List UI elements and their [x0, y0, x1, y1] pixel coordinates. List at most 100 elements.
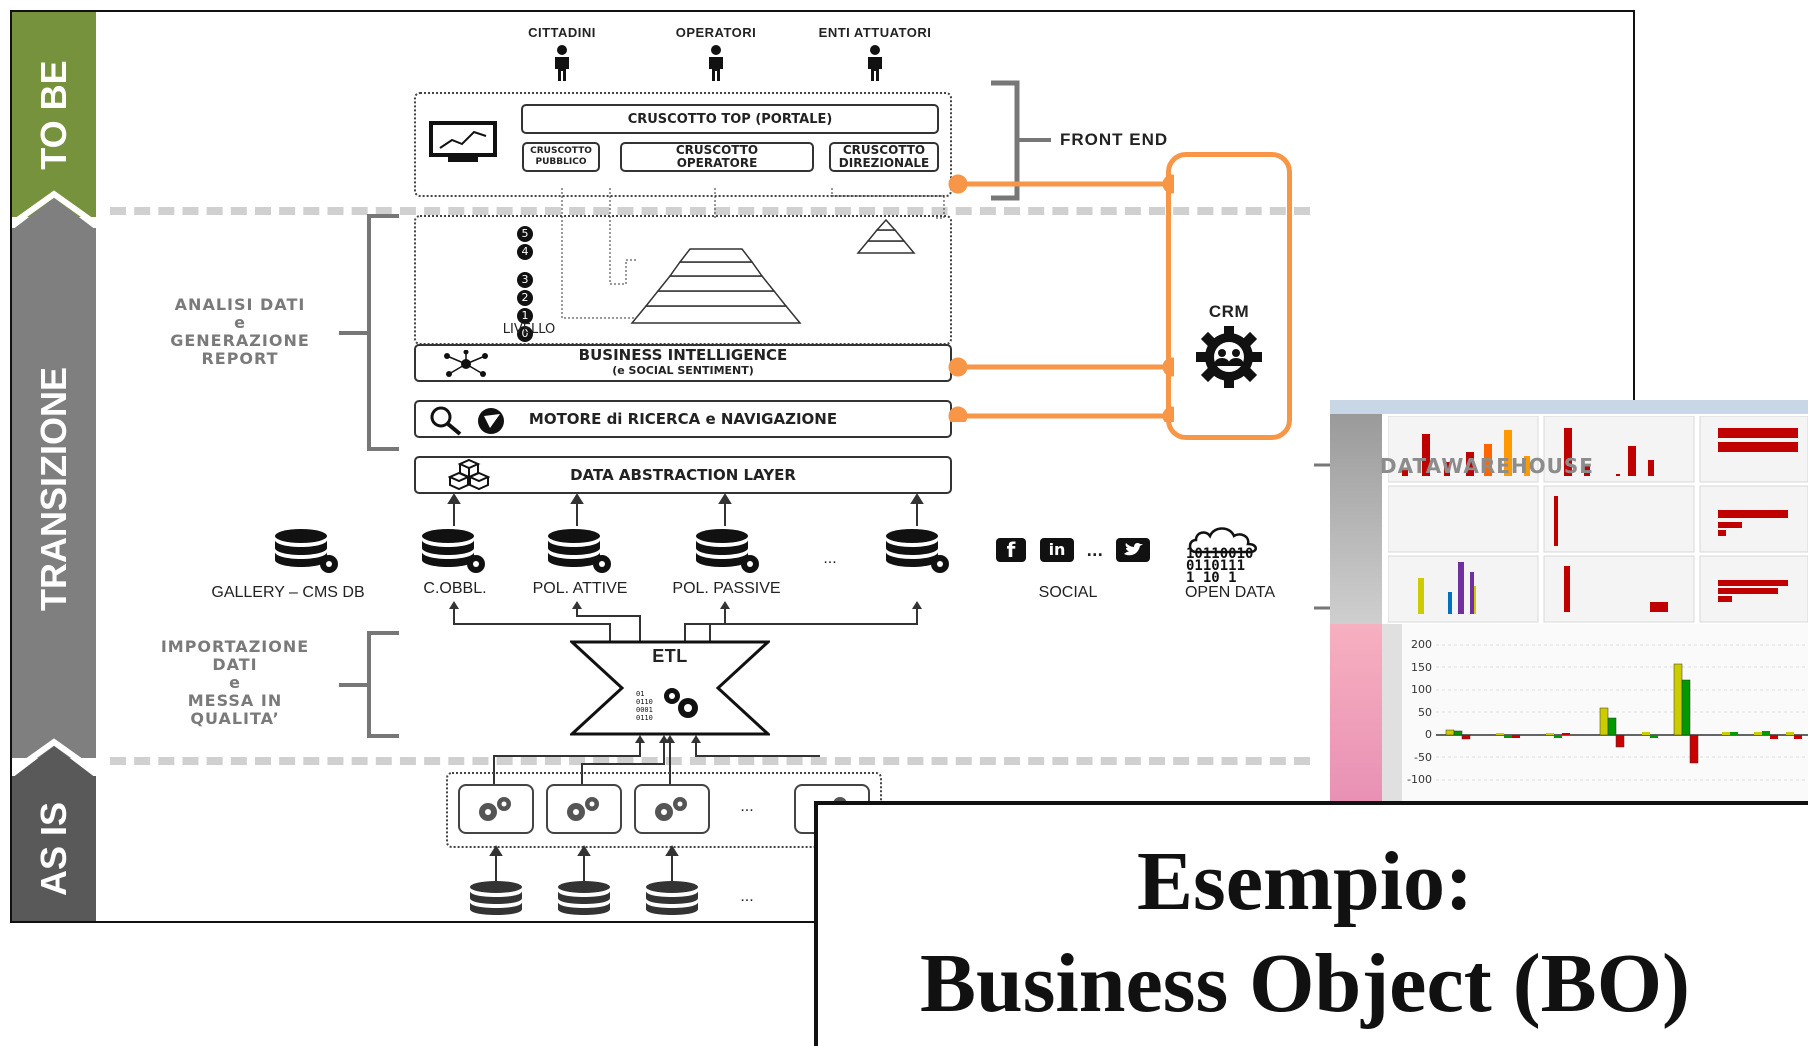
crm-gear-people-icon: [1196, 326, 1262, 388]
open-data-label: OPEN DATA: [1184, 584, 1276, 601]
front-end-label: FRONT END: [1060, 130, 1169, 149]
linkedin-icon: in: [1040, 538, 1074, 562]
title-line-1: Esempio:: [1137, 835, 1473, 928]
database-icon: [470, 881, 522, 915]
etl-shape: [570, 640, 770, 736]
etl-gears-icon: [664, 688, 698, 718]
user-label-enti-attuatori: ENTI ATTUATORI: [818, 25, 932, 40]
as-is-ellipsis-2: ...: [740, 888, 754, 905]
as-is-system-tile: [634, 784, 710, 834]
analisi-bracket: [339, 214, 399, 451]
cobbl-label: C.OBBL.: [423, 580, 487, 597]
title-box: Esempio: Business Object (BO): [814, 801, 1808, 1046]
as-is-ellipsis-1: ...: [740, 798, 754, 815]
database-gear-icon: [422, 529, 485, 573]
main-bar-chart: [1436, 644, 1808, 781]
as-is-system-tile: [458, 784, 534, 834]
importazione-bracket: [339, 631, 399, 738]
crm-label: CRM: [1208, 302, 1250, 321]
monitor-chart-icon: [429, 121, 497, 162]
bi-title: BUSINESS INTELLIGENCE: [578, 346, 788, 364]
gears-icon: [655, 797, 687, 821]
separator-top: [110, 207, 1310, 215]
user-label-operatori: OPERATORI: [675, 25, 757, 40]
sidebar-as-is-label: AS IS: [33, 801, 74, 897]
user-label-cittadini: CITTADINI: [528, 25, 596, 40]
gears-icon: [479, 797, 511, 821]
cloud-icon: [1188, 527, 1257, 554]
sidebar-transizione-label: TRANSIZIONE: [33, 367, 74, 612]
screenshot-left-chart: [1330, 624, 1382, 805]
database-icon: [558, 881, 610, 915]
database-icon: [646, 881, 698, 915]
separator-bottom: [110, 757, 1310, 765]
database-gear-icon: [886, 529, 949, 573]
etl-input-arrows: [493, 735, 820, 784]
sidebar-to-be: TO BE: [12, 12, 96, 217]
gears-icon: [567, 797, 599, 821]
level-5: 5: [517, 226, 533, 242]
facebook-icon: f: [996, 538, 1026, 562]
sidebar-chevron-top: [12, 190, 96, 230]
person-icon: [709, 45, 723, 81]
level-1: 1: [517, 308, 533, 324]
front-end-bracket: [991, 80, 1051, 201]
pyramid-levels: [561, 188, 945, 324]
twitter-icon: [1116, 538, 1150, 562]
business-intelligence-box: BUSINESS INTELLIGENCE (e SOCIAL SENTIMEN…: [414, 344, 952, 382]
compass-icon: [478, 408, 504, 434]
screenshot-toolbar: [1330, 400, 1808, 414]
magnifier-icon: [430, 406, 462, 436]
sidebar-chevron-bottom: [12, 738, 96, 778]
sidebar-as-is: AS IS: [12, 776, 96, 921]
datawarehouse-overlay-label: DATAWAREHOUSE: [1380, 454, 1594, 478]
crm-box: [1166, 152, 1292, 440]
cruscotto-top-box: CRUSCOTTO TOP (PORTALE): [521, 104, 939, 134]
level-list: 5 4 3 2 1 0: [517, 226, 537, 342]
livello-label: LIVELLO: [502, 322, 556, 337]
data-abstraction-box: DATA ABSTRACTION LAYER: [414, 456, 952, 494]
db-up-arrows: [489, 845, 679, 882]
level-3: 3: [517, 272, 533, 288]
social-label: SOCIAL: [1038, 584, 1098, 601]
sidebar-transizione: TRANSIZIONE: [12, 228, 96, 758]
source-arrows: [447, 494, 924, 526]
sidebar-to-be-label: TO BE: [33, 60, 74, 170]
title-line-2: Business Object (BO): [919, 937, 1691, 1030]
social-ellipsis: ...: [1086, 540, 1104, 560]
motore-ricerca-box: MOTORE di RICERCA e NAVIGAZIONE: [414, 400, 952, 438]
level-2: 2: [517, 290, 533, 306]
database-gear-icon: [696, 529, 759, 573]
database-gear-icon: [275, 529, 338, 573]
crm-connectors: [948, 174, 1174, 422]
level-4: 4: [517, 244, 533, 260]
bi-subtitle: (e SOCIAL SENTIMENT): [612, 364, 754, 377]
cubes-icon: [448, 458, 490, 490]
etl-label: ETL: [652, 646, 688, 666]
person-icon: [555, 45, 569, 81]
etl-connectors: [449, 601, 922, 644]
screenshot-sidebar: [1330, 414, 1382, 624]
screenshot-left-gap: [1382, 624, 1402, 805]
person-icon: [868, 45, 882, 81]
database-gear-icon: [548, 529, 611, 573]
front-end-group: [414, 92, 952, 197]
source-ellipsis: ...: [823, 550, 837, 567]
level-0: 0: [517, 326, 533, 342]
pol-attive-label: POL. ATTIVE: [532, 580, 628, 597]
network-icon: [444, 350, 488, 377]
mini-charts-grid: [1388, 416, 1808, 623]
gallery-label: GALLERY – CMS DB: [211, 584, 365, 601]
as-is-system-tile: [546, 784, 622, 834]
pol-passive-label: POL. PASSIVE: [672, 580, 781, 597]
